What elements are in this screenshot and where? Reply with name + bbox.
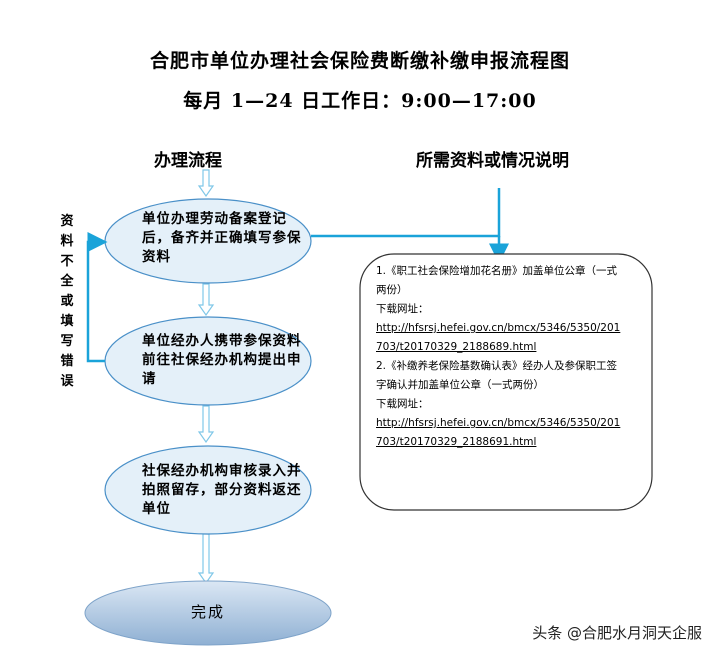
download-label-1: 下载网址： [376,303,429,315]
step-2-text: 单位经办人携带参保资料前往社保经办机构提出申请 [142,333,302,387]
watermark: 头条 @合肥水月洞天企服 [532,624,702,642]
download-link-2[interactable]: http://hfsrsj.hefei.gov.cn/bmcx/5346/535… [376,417,621,448]
materials-header: 所需资料或情况说明 [416,151,569,171]
step-3-text: 社保经办机构审核录入并拍照留存，部分资料返还单位 [142,463,302,517]
connector-line-right [311,188,501,238]
hollow-arrow-1 [197,283,215,317]
feedback-loop-line [86,232,108,363]
download-label-2: 下载网址： [376,398,429,410]
download-link-1[interactable]: http://hfsrsj.hefei.gov.cn/bmcx/5346/535… [376,322,621,353]
info-item-2: 2.《补缴养老保险基数确认表》经办人及参保职工签字确认并加盖单位公章（一式两份） [376,360,618,391]
step-1-text: 单位办理劳动备案登记后，备齐并正确填写参保资料 [142,211,302,265]
step-final-text: 完成 [190,603,225,621]
page-title: 合肥市单位办理社会保险费断缴补缴申报流程图 [149,50,570,72]
hollow-arrow-3 [197,533,215,585]
info-box-content: 1.《职工社会保险增加花名册》加盖单位公章（一式两份） 下载网址： http:/… [376,262,624,452]
step-final-shape [84,580,332,646]
info-box-frame [359,253,653,511]
process-header: 办理流程 [154,151,222,171]
info-item-1: 1.《职工社会保险增加花名册》加盖单位公章（一式两份） [376,265,618,296]
hollow-arrow-top [197,169,215,198]
step-3-shape [104,445,312,535]
page-subtitle: 每月 1—24 日工作日：9:00—17:00 [183,90,537,112]
hollow-arrow-2 [197,405,215,444]
side-note-incomplete: 资料不全或填写错误 [60,214,74,389]
